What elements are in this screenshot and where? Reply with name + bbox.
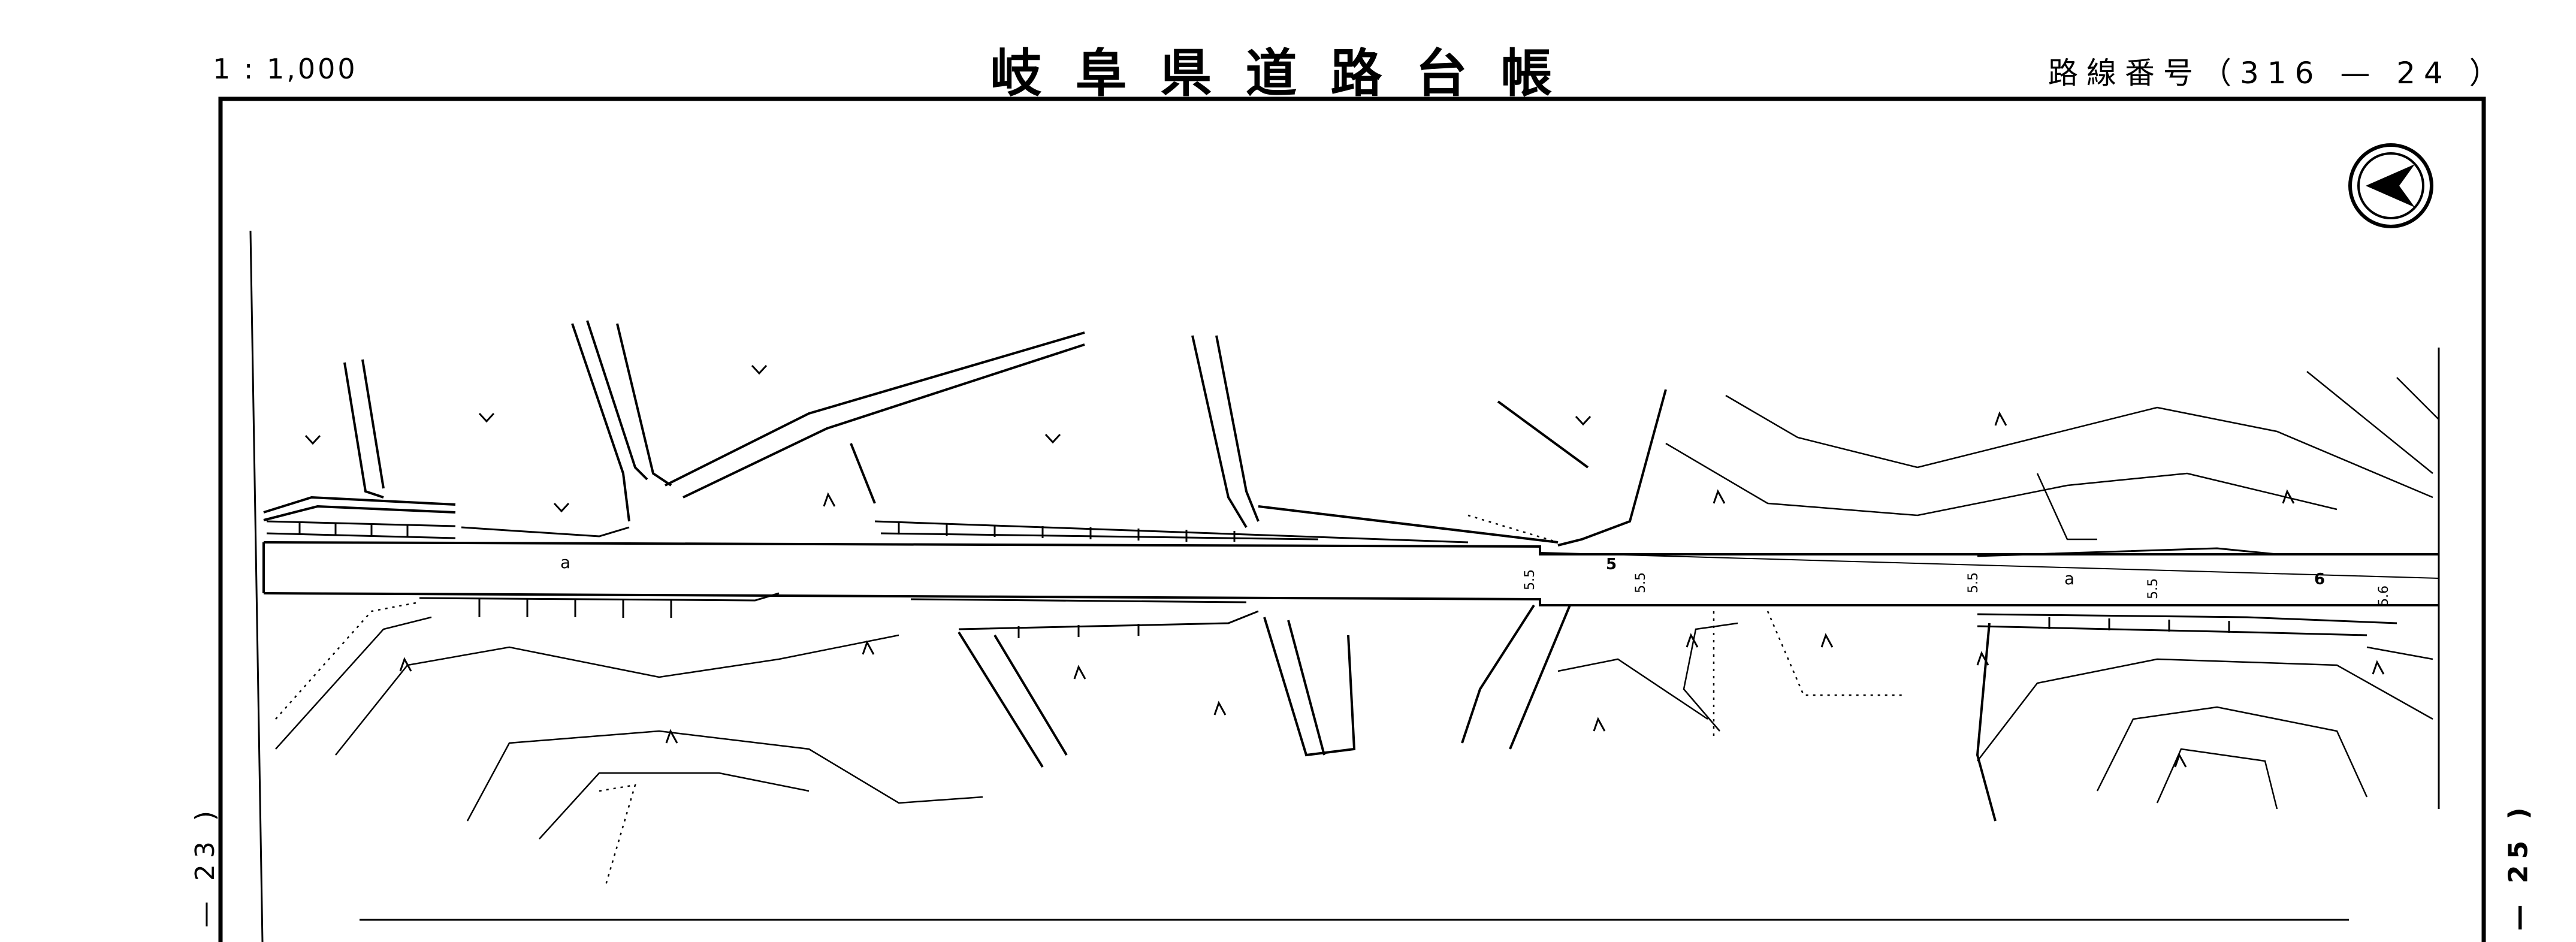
road-mark-2: a [2064,569,2074,588]
road-mark-1: a [560,552,570,572]
embankment-north [266,520,2278,557]
dim-2: 5 [1606,555,1617,573]
map-frame [218,96,2486,942]
dim-3: 5.5 [1633,572,1648,593]
route-number: 路線番号（316 — 24 ） [2048,56,2508,90]
dim-1: 5.5 [1523,569,1538,590]
side-roads-south [958,604,1997,822]
main-road [262,541,2439,606]
contours [275,371,2439,840]
dim-5: 5.5 [2146,578,2161,599]
map-scale: 1 : 1,000 [213,53,358,85]
embankment-south [419,592,2397,636]
north-arrow-icon [2348,143,2433,228]
embankment-north-ticks [298,523,1236,542]
sheet-edge-line [249,230,264,942]
document-title: 岐阜県道路台帳 [990,44,1586,104]
dotted-lines [275,514,1905,887]
dim-4: 5.5 [1966,572,1981,593]
side-roads-north [263,320,1667,547]
dim-6: 6 [2314,570,2325,588]
embankment-south-ticks [478,599,2230,638]
dim-7: 5.6 [2376,585,2391,606]
land-use-symbols [304,364,2385,768]
dimension-labels: 5.5 5 5.5 5.5 5.5 6 5.6 [1523,555,2391,606]
